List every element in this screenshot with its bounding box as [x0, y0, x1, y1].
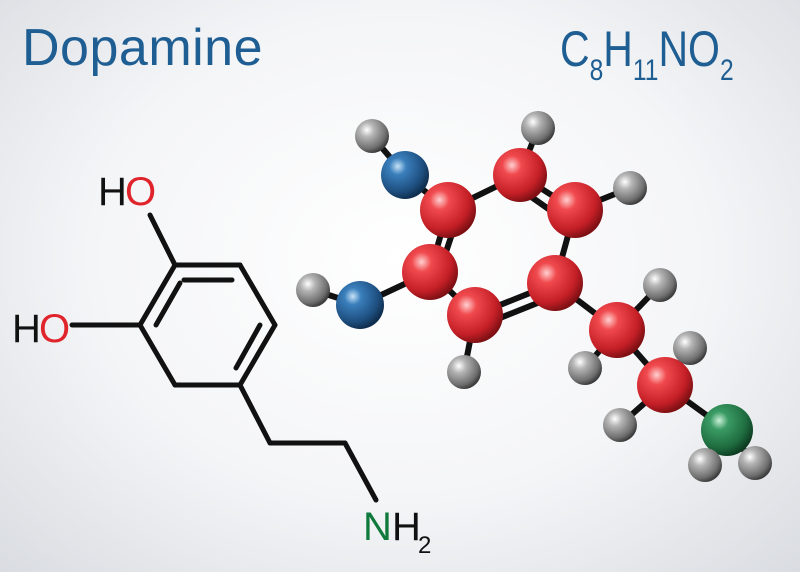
carbon-atom: [589, 302, 645, 358]
ho-top-h-label: H: [98, 170, 127, 214]
side-chain-bond: [342, 440, 379, 503]
nh2-h-label: H: [392, 505, 421, 549]
formula-carbon: C: [560, 21, 590, 77]
carbon-atom: [447, 287, 503, 343]
carbon-atom: [637, 357, 693, 413]
carbon-atom: [547, 182, 603, 238]
nh2-subscript-label: 2: [418, 532, 431, 559]
molecule-title: Dopamine: [22, 19, 264, 77]
formula-carbon-count: 8: [589, 54, 604, 87]
formula-nitrogen: N: [658, 21, 689, 77]
carbon-atom: [493, 148, 547, 202]
formula-hydrogen: H: [603, 21, 633, 77]
hydrogen-atom: [355, 119, 389, 153]
formula-hydrogen-count: 11: [632, 54, 659, 87]
carbon-atom: [420, 182, 476, 238]
ring-bond: [237, 262, 278, 328]
ring-bond: [137, 262, 178, 328]
hydrogen-atom: [447, 355, 481, 389]
side-chain-bond: [237, 382, 273, 446]
hydrogen-atom: [738, 446, 772, 480]
formula-oxygen-count: 2: [719, 54, 734, 87]
nitrogen-atom: [701, 404, 753, 456]
hydrogen-atom: [521, 111, 555, 145]
ho-left-o-label: O: [39, 307, 70, 351]
hydrogen-atom: [613, 171, 647, 205]
bond-to-oh-top: [147, 212, 178, 268]
hydrogen-atom: [296, 273, 330, 307]
model-atoms: [296, 111, 772, 482]
hydrogen-atom: [688, 448, 722, 482]
oxygen-atom: [336, 281, 384, 329]
formula-oxygen: O: [688, 21, 720, 77]
hydrogen-atom: [568, 351, 602, 385]
ho-left-h-label: H: [12, 307, 41, 351]
oxygen-atom: [381, 151, 429, 199]
ring-bond: [137, 322, 178, 388]
hydrogen-atom: [673, 331, 707, 365]
ho-top-o-label: O: [125, 170, 156, 214]
hydrogen-atom: [643, 268, 677, 302]
molecular-formula: C8H11NO2: [560, 20, 734, 88]
carbon-atom: [527, 255, 583, 311]
ring-double-bond: [153, 280, 183, 328]
skeletal-bonds: [69, 212, 379, 503]
hydrogen-atom: [603, 408, 637, 442]
nh2-n-label: N: [363, 505, 392, 549]
ring-bond: [237, 322, 278, 388]
ring-double-bond: [233, 322, 263, 371]
carbon-atom: [402, 244, 458, 300]
